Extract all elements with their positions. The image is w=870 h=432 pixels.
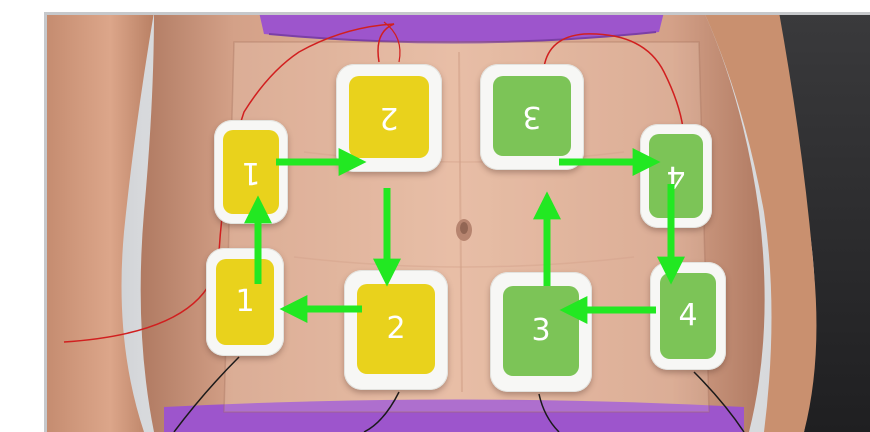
- pad-number: 1: [235, 287, 254, 317]
- pad-number: 2: [379, 102, 398, 132]
- pad-1-upper-left: 1: [214, 120, 288, 224]
- pad-number: 4: [666, 161, 685, 191]
- abdomen-illustration: [44, 12, 870, 432]
- image-frame-left: [44, 12, 47, 432]
- pad-number: 2: [386, 314, 405, 344]
- left-arm: [44, 12, 154, 432]
- pad-3-upper: 3: [480, 64, 584, 170]
- pad-1-lower-left: 1: [206, 248, 284, 356]
- pad-2-upper: 2: [336, 64, 442, 172]
- abdomen-photo: 1 2 3 4 1 2 3 4: [44, 12, 870, 432]
- pad-number: 3: [531, 316, 550, 346]
- pad-number: 1: [241, 157, 260, 187]
- pad-4-upper-right: 4: [640, 124, 712, 228]
- pad-number: 3: [522, 101, 541, 131]
- electrode-belt: [224, 42, 709, 412]
- pad-3-lower: 3: [490, 272, 592, 392]
- pad-4-lower-right: 4: [650, 262, 726, 370]
- pad-number: 4: [678, 301, 697, 331]
- pad-2-lower: 2: [344, 270, 448, 390]
- image-frame-top: [44, 12, 870, 15]
